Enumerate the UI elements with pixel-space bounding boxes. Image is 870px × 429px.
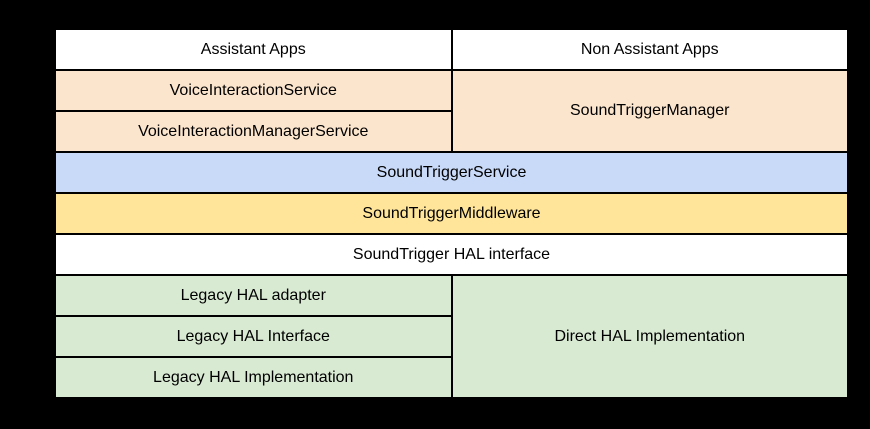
cell-sound-trigger-service: SoundTriggerService bbox=[54, 151, 849, 194]
cell-legacy-hal-implementation: Legacy HAL Implementation bbox=[54, 356, 453, 399]
cell-direct-hal-implementation: Direct HAL Implementation bbox=[450, 274, 849, 399]
table-row: Legacy HAL adapter Direct HAL Implementa… bbox=[54, 274, 849, 399]
cell-legacy-hal-interface: Legacy HAL Interface bbox=[54, 315, 453, 358]
cell-sound-trigger-middleware: SoundTriggerMiddleware bbox=[54, 192, 849, 235]
cell-non-assistant-apps: Non Assistant Apps bbox=[450, 28, 849, 71]
table-row: SoundTrigger HAL interface bbox=[54, 233, 849, 276]
cell-sound-trigger-hal-interface: SoundTrigger HAL interface bbox=[54, 233, 849, 276]
table-row: SoundTriggerService bbox=[54, 151, 849, 194]
stack-table: Assistant Apps Non Assistant Apps VoiceI… bbox=[54, 28, 849, 399]
cell-voice-interaction-manager-service: VoiceInteractionManagerService bbox=[54, 110, 453, 153]
cell-voice-interaction-service: VoiceInteractionService bbox=[54, 69, 453, 112]
table-row: Legacy HAL Implementation bbox=[54, 356, 848, 399]
cell-sound-trigger-manager: SoundTriggerManager bbox=[450, 69, 849, 153]
table-row: VoiceInteractionManagerService bbox=[54, 110, 848, 153]
table-row: Legacy HAL Interface bbox=[54, 315, 848, 358]
cell-assistant-apps: Assistant Apps bbox=[54, 28, 453, 71]
cell-legacy-hal-adapter: Legacy HAL adapter bbox=[54, 274, 453, 317]
table-row: Assistant Apps Non Assistant Apps bbox=[54, 28, 849, 71]
table-row: VoiceInteractionService SoundTriggerMana… bbox=[54, 69, 849, 153]
table-row: SoundTriggerMiddleware bbox=[54, 192, 849, 235]
